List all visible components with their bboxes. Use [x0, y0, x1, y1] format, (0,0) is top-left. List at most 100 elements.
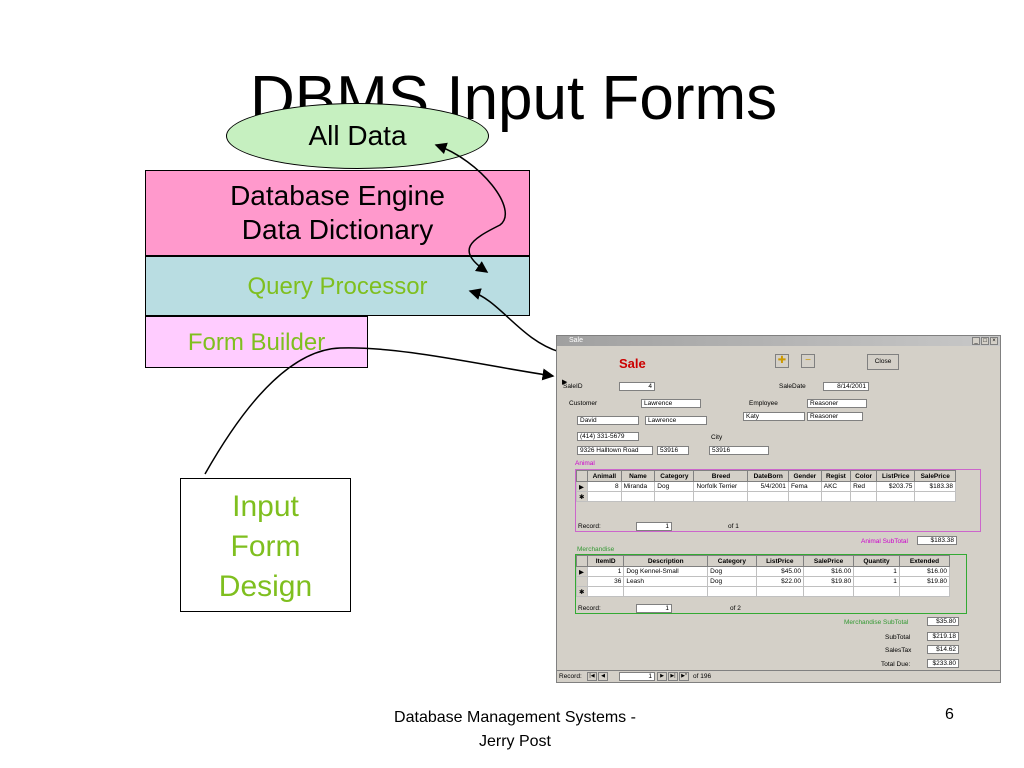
- merch-col-header[interactable]: Description: [623, 555, 709, 567]
- city-combo[interactable]: 53916: [709, 446, 769, 455]
- row-selector[interactable]: ▶: [576, 566, 588, 577]
- merch-cell[interactable]: Dog: [707, 566, 757, 577]
- merch-subtotal-field[interactable]: $35.80: [927, 617, 959, 626]
- animal-col-header[interactable]: ListPrice: [876, 470, 916, 482]
- employee-last-field[interactable]: Reasoner: [807, 412, 863, 421]
- merch-cell[interactable]: 36: [586, 576, 625, 587]
- merch-cell[interactable]: [803, 586, 855, 597]
- address-field[interactable]: 9326 Halltown Road: [577, 446, 653, 455]
- animal-cell[interactable]: [587, 491, 622, 502]
- minimize-button[interactable]: _: [972, 337, 980, 345]
- totaldue-field[interactable]: $233.80: [927, 659, 959, 668]
- animal-cell[interactable]: Red: [850, 481, 878, 492]
- merch-cell[interactable]: [898, 586, 951, 597]
- zip-field[interactable]: 53916: [657, 446, 689, 455]
- animal-cell[interactable]: 5/4/2001: [747, 481, 789, 492]
- main-record-field[interactable]: 1: [619, 672, 655, 681]
- merch-col-header[interactable]: Quantity: [853, 555, 900, 567]
- animal-cell[interactable]: 8: [587, 481, 622, 492]
- row-selector[interactable]: [576, 576, 588, 587]
- merch-cell[interactable]: 1: [853, 576, 900, 587]
- customer-label: Customer: [569, 400, 598, 407]
- animal-new-row[interactable]: ✱: [576, 491, 956, 502]
- merch-cell[interactable]: [707, 586, 757, 597]
- merch-new-row[interactable]: ✱: [576, 586, 951, 597]
- animal-cell[interactable]: [820, 491, 852, 502]
- animal-col-header[interactable]: Breed: [693, 470, 749, 482]
- animal-cell[interactable]: [693, 491, 749, 502]
- saleid-field[interactable]: 4: [619, 382, 655, 391]
- animal-record-field[interactable]: 1: [636, 522, 672, 531]
- employee-first-field[interactable]: Katy: [743, 412, 805, 421]
- merch-record-field[interactable]: 1: [636, 604, 672, 613]
- animal-col-header[interactable]: DateBorn: [747, 470, 789, 482]
- animal-cell[interactable]: [747, 491, 789, 502]
- merch-cell[interactable]: Leash: [623, 576, 709, 587]
- saledate-field[interactable]: 8/14/2001: [823, 382, 869, 391]
- merch-cell[interactable]: 1: [586, 566, 625, 577]
- animal-col-header[interactable]: Gender: [787, 470, 822, 482]
- animal-cell[interactable]: $183.38: [914, 481, 956, 492]
- animal-cell[interactable]: Fema: [787, 481, 822, 492]
- merch-cell[interactable]: $16.00: [803, 566, 855, 577]
- close-window-button[interactable]: ×: [990, 337, 998, 345]
- animal-subtotal-field[interactable]: $183.38: [917, 536, 957, 545]
- animal-cell[interactable]: [914, 491, 956, 502]
- customer-first-field[interactable]: David: [577, 416, 639, 425]
- last-record-button[interactable]: ▶|: [668, 672, 678, 681]
- animal-cell[interactable]: Dog: [654, 481, 695, 492]
- animal-cell[interactable]: Norfolk Terrier: [693, 481, 749, 492]
- remove-item-button[interactable]: −: [801, 354, 815, 368]
- close-form-button[interactable]: Close: [867, 354, 899, 370]
- maximize-button[interactable]: □: [981, 337, 989, 345]
- phone-field[interactable]: (414) 331-5679: [577, 432, 639, 441]
- next-record-button[interactable]: ▶: [657, 672, 667, 681]
- animal-col-header[interactable]: Regist: [820, 470, 852, 482]
- merch-cell[interactable]: $45.00: [755, 566, 805, 577]
- customer-combo[interactable]: Lawrence: [641, 399, 701, 408]
- merch-col-header[interactable]: SalePrice: [803, 555, 855, 567]
- merch-cell[interactable]: $19.80: [898, 576, 951, 587]
- animal-cell[interactable]: [654, 491, 695, 502]
- animal-col-header[interactable]: AnimalI: [587, 470, 622, 482]
- merch-cell[interactable]: $16.00: [898, 566, 951, 577]
- merch-col-header[interactable]: Category: [707, 555, 757, 567]
- prev-record-button[interactable]: ◀: [598, 672, 608, 681]
- merch-cell[interactable]: [586, 586, 625, 597]
- animal-col-header[interactable]: Color: [850, 470, 878, 482]
- merch-cell[interactable]: Dog Kennel-Small: [623, 566, 709, 577]
- animal-col-header[interactable]: Category: [654, 470, 695, 482]
- animal-cell[interactable]: [876, 491, 916, 502]
- animal-cell[interactable]: [850, 491, 878, 502]
- merch-cell[interactable]: [755, 586, 805, 597]
- animal-cell[interactable]: Miranda: [620, 481, 656, 492]
- subtotal-field[interactable]: $219.18: [927, 632, 959, 641]
- merch-col-header[interactable]: Extended: [898, 555, 951, 567]
- animal-cell[interactable]: AKC: [820, 481, 852, 492]
- merch-col-header[interactable]: ListPrice: [755, 555, 805, 567]
- animal-cell[interactable]: [787, 491, 822, 502]
- animal-cell[interactable]: $203.75: [876, 481, 916, 492]
- first-record-button[interactable]: |◀: [587, 672, 597, 681]
- animal-col-header[interactable]: SalePrice: [914, 470, 956, 482]
- add-item-button[interactable]: ✚: [775, 354, 789, 368]
- merch-cell[interactable]: $19.80: [803, 576, 855, 587]
- merch-col-header[interactable]: ItemID: [586, 555, 625, 567]
- new-record-button[interactable]: ▶*: [679, 672, 689, 681]
- merch-cell[interactable]: $22.00: [755, 576, 805, 587]
- merch-cell[interactable]: [853, 586, 900, 597]
- merch-cell[interactable]: 1: [853, 566, 900, 577]
- customer-last-field[interactable]: Lawrence: [645, 416, 707, 425]
- animal-col-header[interactable]: Name: [620, 470, 656, 482]
- employee-combo[interactable]: Reasoner: [807, 399, 867, 408]
- row-selector[interactable]: ▶: [576, 481, 588, 492]
- merch-cell[interactable]: [623, 586, 709, 597]
- merch-cell[interactable]: Dog: [707, 576, 757, 587]
- animal-cell[interactable]: [620, 491, 656, 502]
- salestax-field[interactable]: $14.62: [927, 645, 959, 654]
